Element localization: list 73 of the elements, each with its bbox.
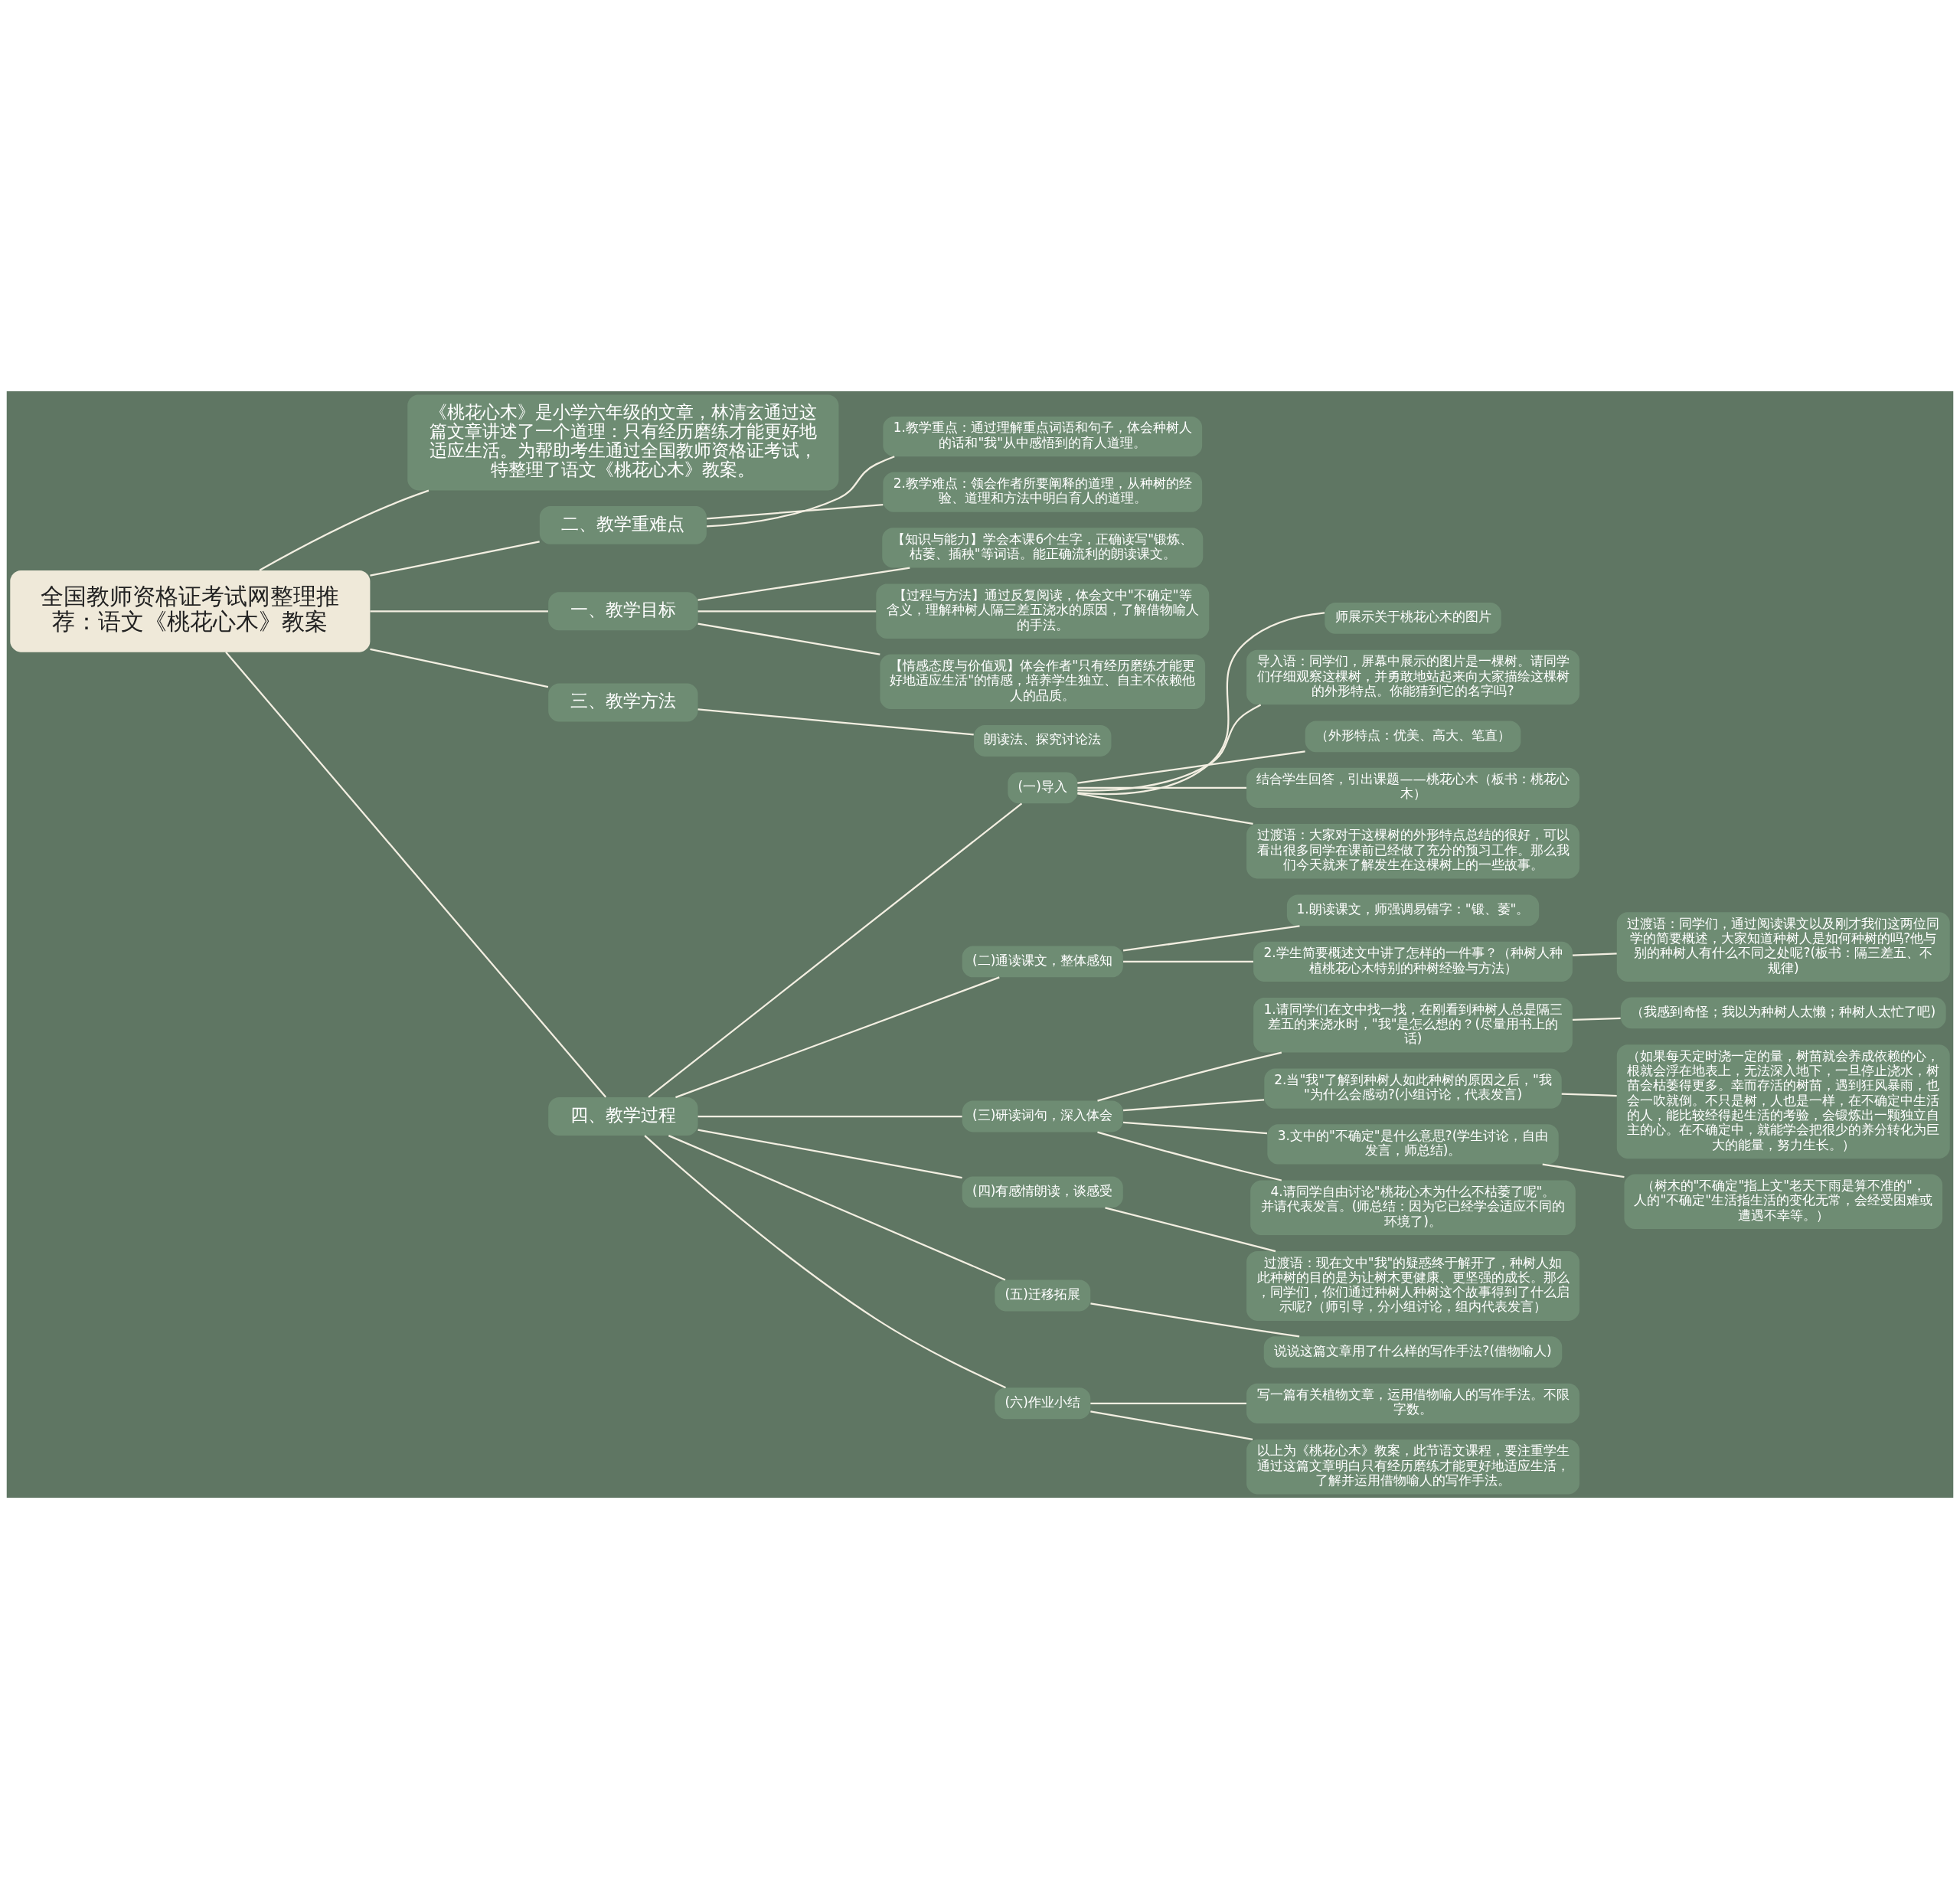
node-box: 结合学生回答，引出课题——桃花心木（板书：桃花心木）	[1246, 767, 1579, 808]
node-box: （外形特点：优美、高大、笔直）	[1305, 721, 1521, 753]
connector	[697, 708, 974, 736]
connector	[675, 976, 1000, 1099]
connector	[697, 567, 910, 601]
node-box: 2.教学难点：领会作者所要阐释的道理，从种树的经验、道理和方法中明白育人的道理。	[883, 472, 1203, 512]
node-box: (一)导入	[1008, 772, 1078, 804]
connector	[1077, 612, 1325, 796]
node-box: 写一篇有关植物文章，运用借物喻人的写作手法。不限字数。	[1246, 1383, 1579, 1423]
node-box: 【过程与方法】通过反复阅读，体会文中"不确定"等含义，理解种树人隔三差五浇水的原因，了解借物喻人的手法。	[876, 583, 1210, 639]
node-box: （树木的"不确定"指上文"老天下雨是算不准的"，人的"不确定"生活指生活的变化无常，会经受困难或遭遇不幸等。）	[1624, 1174, 1943, 1230]
connector	[1097, 1051, 1282, 1102]
node-box: 朗读法、探究讨论法	[974, 725, 1112, 757]
node-box: 过渡语：同学们，通过阅读课文以及刚才我们这两位同学的简要概述，大家知道种树人是如何种树的吗?他与别的种树人有什么不同之处呢?(板书：隔三差五、不规律)	[1616, 912, 1950, 982]
connector	[1077, 704, 1262, 792]
connector	[697, 623, 880, 655]
connector	[1123, 960, 1253, 963]
node-box: (二)通读课文，整体感知	[962, 946, 1123, 978]
node-box: 2.当"我"了解到种树人如此种树的原因之后，"我"为什么会感动?(小组讨论，代表发言)	[1264, 1068, 1562, 1109]
connector	[1090, 1302, 1300, 1338]
node-box: 过渡语：大家对于这棵树的外形特点总结的很好，可以看出很多同学在课前已经做了充分的预习工作。那么我们今天就来了解发生在这棵树上的一些故事。	[1246, 823, 1579, 879]
connector	[1542, 1163, 1625, 1178]
node-box: (五)迁移拓展	[995, 1279, 1091, 1312]
connector	[1077, 793, 1253, 825]
connector	[1561, 1093, 1617, 1097]
node-box: 以上为《桃花心木》教案，此节语文课程，要注重学生通过这篇文章明白只有经历磨练才能更好地适应生活，了解并运用借物喻人的写作手法。	[1246, 1439, 1579, 1495]
node-box: 2.学生简要概述文中讲了怎样的一件事？（种树人种植桃花心木特别的种树经验与方法）	[1253, 941, 1573, 982]
connector	[697, 1115, 962, 1118]
node-box: 说说这篇文章用了什么样的写作手法?(借物喻人)	[1263, 1336, 1563, 1368]
connector	[697, 610, 877, 613]
node-box: (四)有感情朗读，谈感受	[962, 1176, 1123, 1208]
node-box: 师展示关于桃花心木的图片	[1325, 602, 1501, 634]
node-box: 1.朗读课文，师强调易错字："锻、萎"。	[1286, 894, 1540, 927]
node-box: 导入语：同学们，屏幕中展示的图片是一棵树。请同学们仔细观察这棵树，并勇敢地站起来向大家描绘这棵树的外形特点。你能猜到它的名字吗?	[1246, 649, 1579, 705]
connector	[697, 1129, 962, 1179]
connector	[644, 1135, 1006, 1389]
node-box: 四、教学过程	[548, 1097, 698, 1136]
connector	[1090, 1402, 1246, 1404]
connector	[370, 541, 540, 577]
node-box: 3.文中的"不确定"是什么意思?(学生讨论，自由发言，师总结)。	[1267, 1124, 1559, 1165]
node-box: （如果每天定时浇一定的量，树苗就会养成依赖的心，根就会浮在地表上，无法深入地下，一旦停止浇水，树苗会枯萎得更多。幸而存活的树苗，遇到狂风暴雨，也会一吹就倒。不只是树，人也是一样，在不确定中生活的人，能比较经得起生活的考验，会锻炼出一颗独立自主的心。在不确定中，就能学会把很少的养分转化为巨大的能量，努力生长。）	[1616, 1044, 1950, 1159]
node-box: （我感到奇怪；我以为种树人太懒；种树人太忙了吧)	[1620, 997, 1946, 1029]
node-box: 全国教师资格证考试网整理推荐：语文《桃花心木》教案	[10, 570, 371, 652]
connector	[707, 456, 895, 528]
connector	[1105, 1207, 1276, 1253]
connector	[1123, 1121, 1268, 1135]
connector	[1122, 925, 1300, 952]
node-box: 1.教学重点：通过理解重点词语和句子，体会种树人的话和"我"从中感悟到的育人道理。	[883, 416, 1203, 457]
connector	[1090, 1410, 1253, 1440]
node-box: (三)研读词句，深入体会	[962, 1100, 1123, 1132]
connector	[225, 652, 607, 1098]
node-box: 【知识与能力】学会本课6个生字，正确读写"锻炼、枯萎、插秧"等词语。能正确流利的朗读课文。	[882, 528, 1204, 568]
connector	[370, 648, 549, 688]
node-box: (六)作业小结	[995, 1387, 1091, 1420]
node-box: 过渡语：现在文中"我"的疑惑终于解开了，种树人如此种树的目的是为让树木更健康、更坚强的成长。那么，同学们，你们通过种树人种树这个故事得到了什么启示呢?（师引导，分小组讨论，组内代表发言）	[1246, 1251, 1579, 1321]
connector	[1123, 1099, 1265, 1112]
connector	[1097, 1131, 1282, 1181]
connector	[668, 1135, 1006, 1281]
connector	[1572, 953, 1617, 956]
node-box: 一、教学目标	[548, 592, 698, 631]
connector	[259, 489, 430, 571]
node-box: 二、教学重难点	[539, 505, 707, 544]
connector	[707, 504, 884, 520]
connector	[370, 610, 548, 613]
node-box: 1.请同学们在文中找一找，在刚看到种树人总是隔三差五的来浇水时，"我"是怎么想的？(尽量用书上的话)	[1253, 998, 1573, 1053]
node-box: 三、教学方法	[548, 683, 698, 722]
connector	[1077, 786, 1247, 789]
node-box: 4.请同学自由讨论"桃花心木为什么不枯萎了呢"。并请代表发言。(师总结：因为它已经学会适应不同的环境了)。	[1250, 1180, 1576, 1236]
node-box: 【情感态度与价值观】体会作者"只有经历磨练才能更好地适应生活"的情感，培养学生独立、自主不依赖他人的品质。	[880, 654, 1206, 710]
connector	[648, 802, 1023, 1098]
node-box: 《桃花心木》是小学六年级的文章，林清玄通过这篇文章讲述了一个道理：只有经历磨练才能更好地适应生活。为帮助考生通过全国教师资格证考试，特整理了语文《桃花心木》教案。	[407, 394, 839, 491]
connector	[1077, 750, 1305, 784]
connector	[1572, 1017, 1621, 1021]
